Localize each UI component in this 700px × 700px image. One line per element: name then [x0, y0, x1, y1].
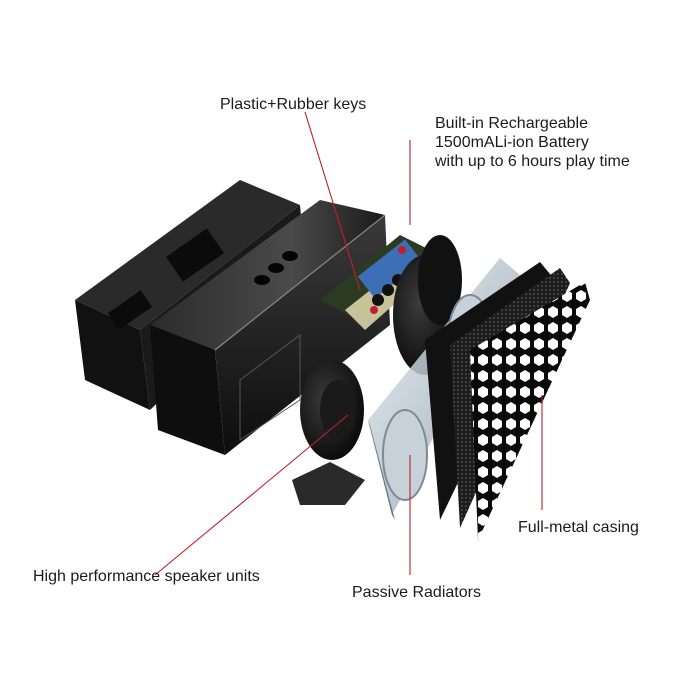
speaker-driver-left [300, 360, 364, 460]
main-body [150, 200, 390, 455]
callout-keys: Plastic+Rubber keys [220, 96, 367, 113]
rubber-foot [292, 462, 365, 505]
leader-lines [154, 111, 543, 576]
callout-radiators: Passive Radiators [352, 584, 481, 601]
leader-speaker [154, 414, 349, 576]
callout-battery-line-1: Built-in Rechargeable [435, 115, 588, 132]
callout-casing: Full-metal casing [518, 519, 639, 536]
callout-battery-line-3: with up to 6 hours play time [435, 153, 630, 170]
callout-battery: Built-in Rechargeable 1500mALi-ion Batte… [435, 114, 630, 171]
metal-grille [470, 282, 590, 540]
callout-battery-line-2: 1500mALi-ion Battery [435, 134, 589, 151]
callout-speaker: High performance speaker units [33, 568, 260, 585]
speaker-driver-center [393, 235, 462, 375]
leader-keys [304, 111, 361, 291]
